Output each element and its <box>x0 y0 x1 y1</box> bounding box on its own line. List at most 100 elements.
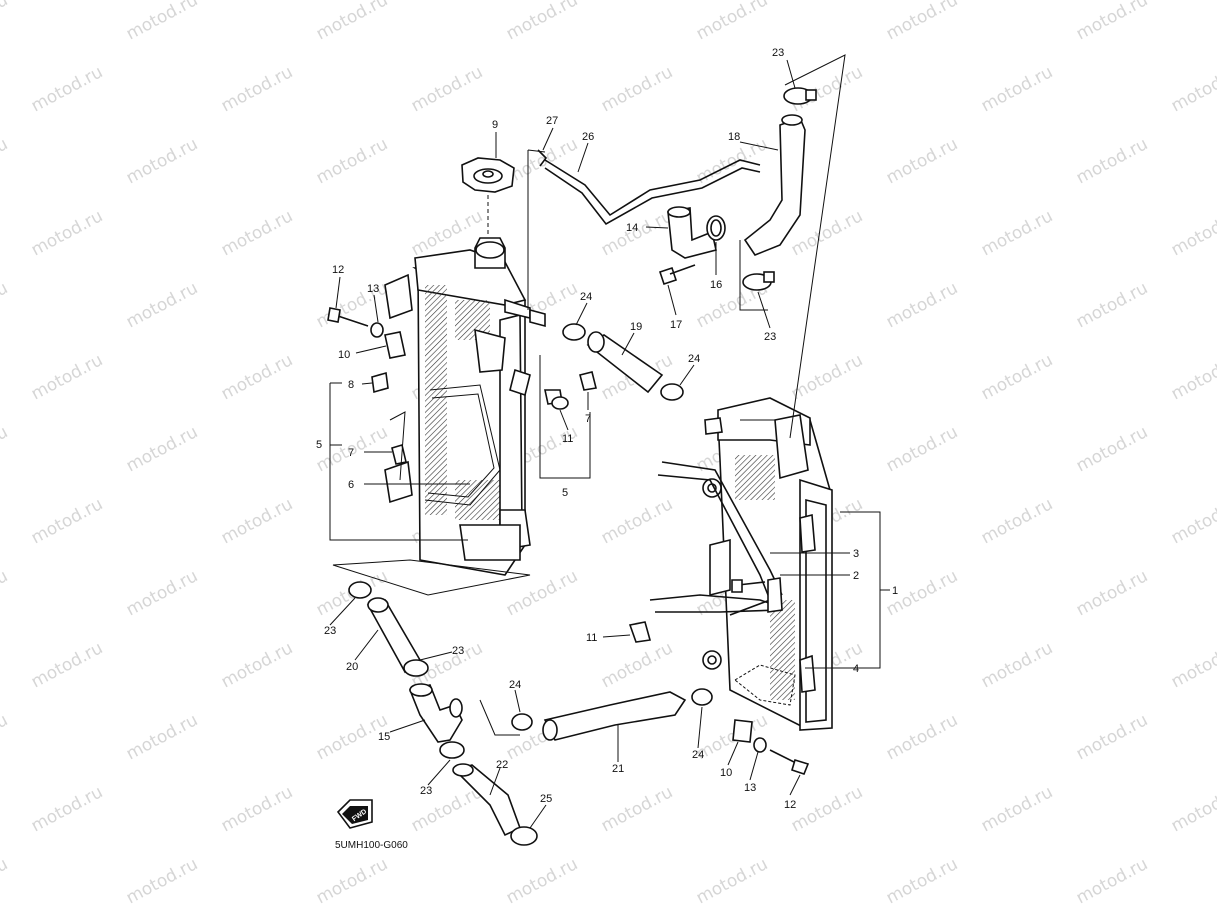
watermark-text: motod.ru <box>978 350 1056 404</box>
callout-23-top: 23 <box>772 47 784 59</box>
diagram-code: 5UMH100-G060 <box>335 840 408 851</box>
watermark-text: motod.ru <box>218 494 296 548</box>
watermark-text: motod.ru <box>883 0 961 44</box>
watermark-text: motod.ru <box>218 350 296 404</box>
watermark-text: motod.ru <box>28 350 106 404</box>
callout-6: 6 <box>348 479 354 491</box>
callout-20: 20 <box>346 661 358 673</box>
callout-23-bottom: 23 <box>420 785 432 797</box>
callout-27: 27 <box>546 115 558 127</box>
watermark-text: motod.ru <box>0 278 11 332</box>
callout-9: 9 <box>492 119 498 131</box>
watermark-text: motod.ru <box>598 638 676 692</box>
right-radiator <box>649 397 833 731</box>
callout-24-a: 24 <box>580 291 592 303</box>
callout-24-b: 24 <box>688 353 700 365</box>
watermark-text: motod.ru <box>28 638 106 692</box>
watermark-text: motod.ru <box>978 494 1056 548</box>
watermark-text: motod.ru <box>1073 710 1151 764</box>
watermark-text: motod.ru <box>883 710 961 764</box>
watermark-text: motod.ru <box>0 134 11 188</box>
watermark-text: motod.ru <box>693 854 771 908</box>
watermark-text: motod.ru <box>408 62 486 116</box>
callout-23-mid: 23 <box>452 645 464 657</box>
callout-12-a: 12 <box>332 264 344 276</box>
callout-10-b: 10 <box>720 767 732 779</box>
fwd-arrow-icon: FWD <box>336 799 373 829</box>
watermark-text: motod.ru <box>123 422 201 476</box>
watermark-text: motod.ru <box>883 854 961 908</box>
watermark-text: motod.ru <box>883 422 961 476</box>
callout-17: 17 <box>670 319 682 331</box>
watermark-text: motod.ru <box>313 0 391 44</box>
watermark-text: motod.ru <box>28 782 106 836</box>
watermark-text: motod.ru <box>788 782 866 836</box>
watermark-text: motod.ru <box>218 62 296 116</box>
callout-7-b: 7 <box>585 413 591 425</box>
watermark-text: motod.ru <box>0 854 11 908</box>
watermark-text: motod.ru <box>1073 566 1151 620</box>
callout-25: 25 <box>540 793 552 805</box>
watermark-text: motod.ru <box>1073 422 1151 476</box>
watermark-text: motod.ru <box>1073 0 1151 44</box>
watermark-text: motod.ru <box>978 782 1056 836</box>
watermark-text: motod.ru <box>218 206 296 260</box>
watermark-text: motod.ru <box>693 0 771 44</box>
watermark-text: motod.ru <box>28 62 106 116</box>
watermark-text: motod.ru <box>0 422 11 476</box>
watermark-text: motod.ru <box>1168 206 1217 260</box>
callout-3: 3 <box>853 548 859 560</box>
watermark-text: motod.ru <box>503 134 581 188</box>
watermark-text: motod.ru <box>123 134 201 188</box>
watermark-text: motod.ru <box>1168 638 1217 692</box>
watermark-text: motod.ru <box>1168 782 1217 836</box>
callout-18: 18 <box>728 131 740 143</box>
callout-23-right: 23 <box>764 331 776 343</box>
watermark-text: motod.ru <box>218 638 296 692</box>
watermark-text: motod.ru <box>883 134 961 188</box>
callout-4: 4 <box>853 663 859 675</box>
watermark-text: motod.ru <box>313 134 391 188</box>
callout-5-a: 5 <box>316 439 322 451</box>
watermark-text: motod.ru <box>598 62 676 116</box>
callout-8: 8 <box>348 379 354 391</box>
callout-11-b: 11 <box>586 632 597 644</box>
watermark-text: motod.ru <box>503 566 581 620</box>
callout-10-a: 10 <box>338 349 350 361</box>
watermark-text: motod.ru <box>313 854 391 908</box>
watermark-text: motod.ru <box>978 206 1056 260</box>
callout-5-b: 5 <box>562 487 568 499</box>
watermark-text: motod.ru <box>123 854 201 908</box>
watermark-text: motod.ru <box>28 494 106 548</box>
watermark-text: motod.ru <box>1073 854 1151 908</box>
watermark-text: motod.ru <box>123 566 201 620</box>
watermark-text: motod.ru <box>1073 134 1151 188</box>
callout-24-d: 24 <box>692 749 704 761</box>
callout-24-c: 24 <box>509 679 521 691</box>
left-radiator <box>384 249 546 576</box>
watermark-text: motod.ru <box>0 0 11 44</box>
watermark-text: motod.ru <box>28 206 106 260</box>
watermark-text: motod.ru <box>123 0 201 44</box>
leader-lines <box>329 54 890 829</box>
watermark-text: motod.ru <box>1168 494 1217 548</box>
watermark-text: motod.ru <box>123 710 201 764</box>
callout-13-a: 13 <box>367 283 379 295</box>
watermark-text: motod.ru <box>788 350 866 404</box>
radiator-cap <box>461 157 515 269</box>
callout-19: 19 <box>630 321 642 333</box>
watermark-text: motod.ru <box>978 62 1056 116</box>
callout-16: 16 <box>710 279 722 291</box>
callout-1: 1 <box>892 585 898 597</box>
callout-22: 22 <box>496 759 508 771</box>
watermark-text: motod.ru <box>1168 62 1217 116</box>
watermark-text: motod.ru <box>503 854 581 908</box>
watermark-text: motod.ru <box>0 566 11 620</box>
watermark-text: motod.ru <box>1073 278 1151 332</box>
callout-14: 14 <box>626 222 638 234</box>
watermark-text: motod.ru <box>218 782 296 836</box>
callout-labels: 9 27 26 18 23 14 16 17 23 24 19 24 12 13… <box>316 47 898 811</box>
watermark-text: motod.ru <box>503 0 581 44</box>
